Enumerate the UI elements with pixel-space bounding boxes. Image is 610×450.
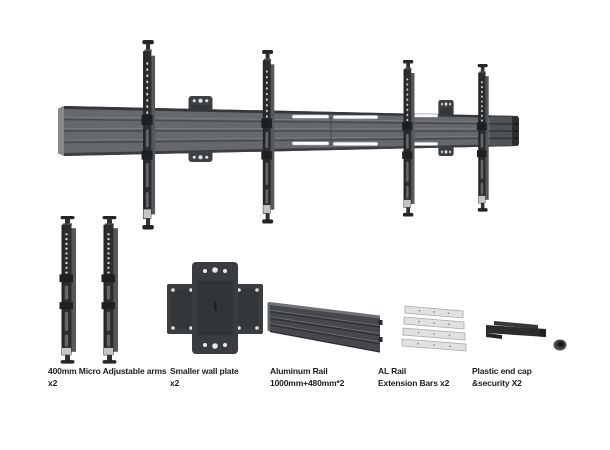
label-line-2: Extension Bars x2 [378, 377, 450, 388]
assembly-arm-3 [402, 60, 415, 217]
label-wall-plate: Smaller wall plate x2 [170, 366, 239, 389]
component-arm-1 [59, 216, 76, 364]
component-wall-plate [167, 262, 263, 354]
label-extension-bars: AL Rail Extension Bars x2 [378, 366, 449, 389]
label-line-1: Smaller wall plate [170, 366, 239, 376]
component-aluminum-rail [267, 302, 383, 353]
label-line-2: 1000mm+480mm*2 [270, 377, 345, 388]
label-line-1: Plastic end cap [472, 366, 532, 376]
component-end-cap [486, 321, 567, 351]
label-aluminum-rail: Aluminum Rail 1000mm+480mm*2 [270, 366, 344, 389]
security-screw [553, 339, 567, 351]
label-line-1: Aluminum Rail [270, 366, 328, 376]
assembly-arm-2 [261, 50, 275, 224]
label-line-2: x2 [48, 377, 58, 388]
label-end-cap: Plastic end cap &security X2 [472, 366, 532, 389]
assembly-rail-right-end [489, 116, 519, 146]
main-assembly [58, 40, 519, 230]
label-line-1: AL Rail [378, 366, 407, 376]
label-adjustable-arms: 400mm Micro Adjustable arms x2 [48, 366, 167, 389]
label-line-2: x2 [170, 377, 180, 388]
component-adjustable-arms [59, 216, 118, 364]
label-line-2: &security X2 [472, 377, 522, 388]
component-arm-2 [101, 216, 118, 364]
component-extension-bars [401, 305, 467, 352]
label-line-1: 400mm Micro Adjustable arms [48, 366, 167, 376]
assembly-arm-4 [476, 64, 489, 212]
assembly-rail-joint-bars [291, 113, 439, 147]
assembly-arm-1 [141, 40, 156, 230]
